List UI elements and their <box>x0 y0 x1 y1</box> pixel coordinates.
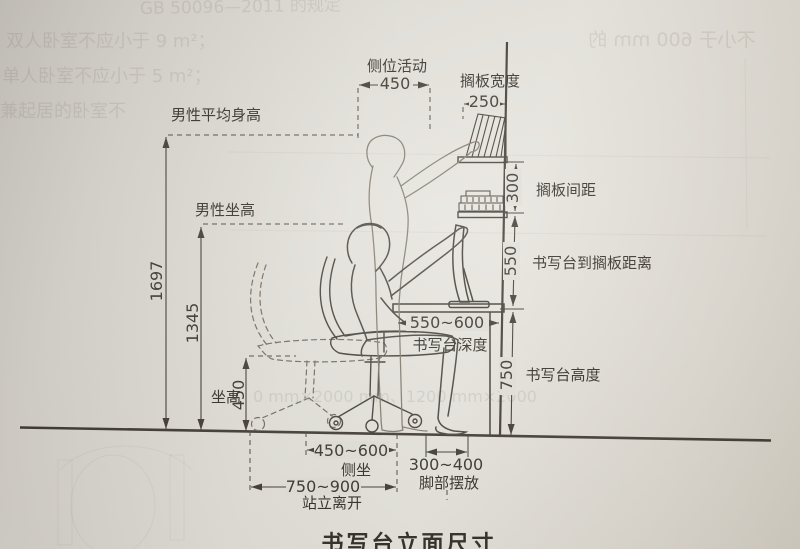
bleed-shape <box>59 445 193 471</box>
label-stand-clearance: 站立离开 <box>302 494 362 512</box>
office-chair <box>319 256 456 433</box>
bleed-shape <box>57 459 73 546</box>
bleed-rule <box>227 151 771 159</box>
books-lower-shelf <box>458 190 505 212</box>
label-male-average-height: 男性平均身高 <box>171 106 261 124</box>
label-side-sitting: 侧坐 <box>341 461 371 479</box>
label-desk-to-shelf: 书写台到搁板距离 <box>532 254 652 272</box>
label-side-activity: 侧位活动 <box>367 57 427 75</box>
floor-line <box>19 426 772 442</box>
label-seat-height: 坐高 <box>211 388 241 406</box>
sitting-figure <box>346 222 469 436</box>
bleed-rule <box>744 57 748 231</box>
bleed-line-6: 0 mm×2000 mm、1200 mm×2000 <box>253 387 537 406</box>
bleed-line-5-mirrored: 不小于 600 mm 的 <box>588 29 755 51</box>
label-shelf-gap: 搁板间距 <box>536 181 596 199</box>
label-desk-depth: 书写台深度 <box>412 336 487 354</box>
value-side-sitting: 450~600 <box>314 441 388 460</box>
value-side-activity: 450 <box>380 74 411 93</box>
label-shelf-width: 搁板宽度 <box>460 72 520 90</box>
number-backgrounds <box>286 75 522 495</box>
value-desk-to-shelf: 550 <box>501 246 520 277</box>
value-stature: 1697 <box>147 261 166 302</box>
bleed-shape <box>70 454 156 549</box>
label-foot-room: 脚部摆放 <box>419 474 479 492</box>
bleed-line-2: 双人卧室不应小于 9 m²； <box>6 31 216 52</box>
monitor <box>448 224 490 309</box>
bleed-line-3: 单人卧室不应小于 5 m²； <box>2 66 212 87</box>
bleed-line-4: 兼起居的卧室不 <box>0 101 126 122</box>
value-desk-depth: 550~600 <box>410 313 484 332</box>
upper-shelf <box>457 156 508 164</box>
extension-lines <box>425 161 524 457</box>
label-male-sitting-height: 男性坐高 <box>195 201 255 219</box>
bleed-rule <box>229 229 767 237</box>
lower-shelf <box>457 211 508 219</box>
reference-dashed-lines <box>168 88 464 500</box>
value-shelf-gap: 300 <box>503 173 522 204</box>
bleed-shape <box>169 454 185 541</box>
bleed-line-1: GB 50096—2011 的规定 <box>140 0 341 19</box>
value-sitting-stature: 1345 <box>183 303 202 344</box>
value-foot-room: 300~400 <box>409 455 483 474</box>
figure-caption: 书写台立面尺寸 <box>321 531 496 549</box>
label-desk-height: 书写台高度 <box>525 366 600 384</box>
value-seat-height: 450 <box>229 380 248 411</box>
value-desk-height: 750 <box>497 360 516 391</box>
value-shelf-width: 250 <box>469 92 500 111</box>
standing-figure <box>366 134 480 433</box>
books-upper-shelf <box>465 113 507 158</box>
bleed-through-text: GB 50096—2011 的规定 双人卧室不应小于 9 m²； 单人卧室不应小… <box>0 0 770 549</box>
value-stand-clearance: 750~900 <box>286 477 360 496</box>
chair-ghost-position <box>249 262 388 432</box>
